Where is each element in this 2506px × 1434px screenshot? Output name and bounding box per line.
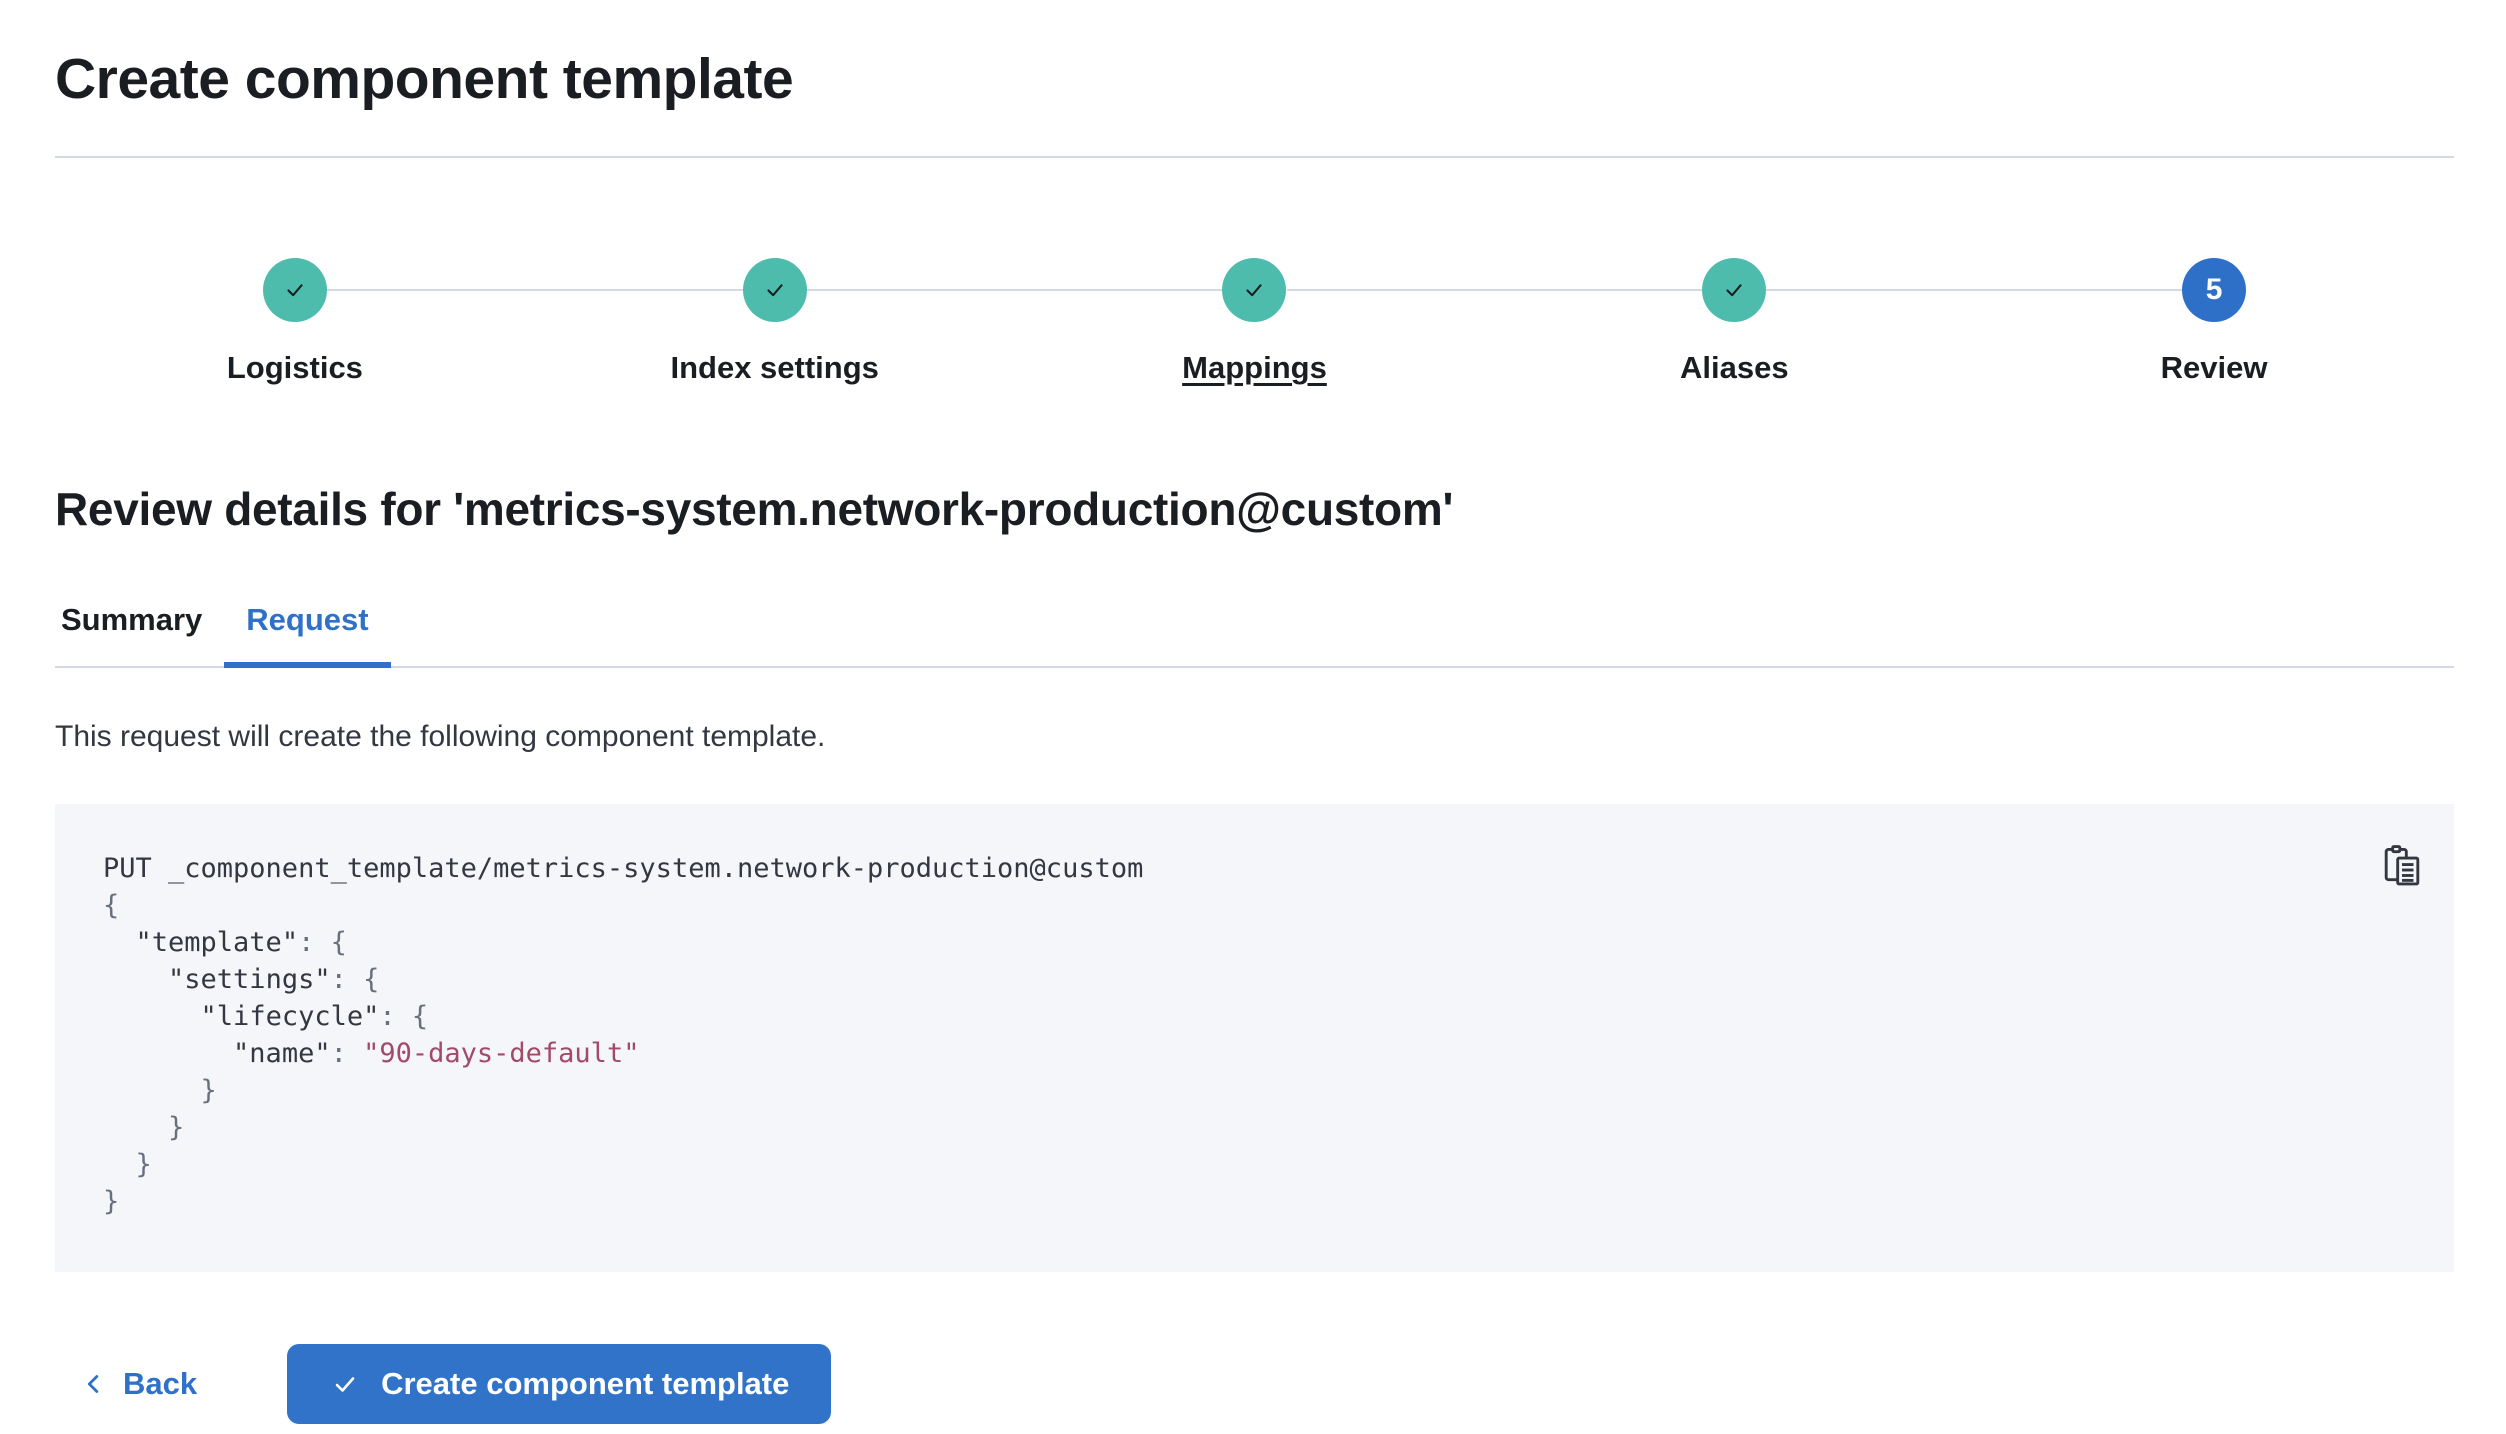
check-icon [1726, 284, 1742, 297]
code-line: { [103, 890, 120, 921]
code-line: "lifecycle": { [200, 1001, 429, 1032]
step-complete-indicator[interactable] [1222, 258, 1287, 322]
step-label[interactable]: Logistics [226, 350, 363, 385]
create-component-template-page: Create component template Logistics Inde… [55, 46, 2454, 1424]
check-icon [1246, 284, 1263, 297]
copy-to-clipboard-button[interactable] [2376, 840, 2428, 892]
check-icon [767, 284, 783, 297]
step-complete-indicator[interactable] [262, 258, 327, 322]
code-line: PUT _component_template/metrics-system.n… [103, 853, 1144, 884]
step-label[interactable]: Aliases [1680, 350, 1789, 385]
code-line: } [103, 1149, 152, 1180]
back-button-label: Back [123, 1366, 198, 1401]
stepper-step-logistics[interactable]: Logistics [55, 258, 535, 386]
stepper-step-review: 5 Review [1766, 258, 2454, 386]
step-label: Review [2160, 350, 2268, 385]
review-tabs: Summary Request [55, 602, 2454, 668]
chevron-left-icon [87, 1375, 99, 1393]
request-code-panel: PUT _component_template/metrics-system.n… [55, 804, 2454, 1272]
footer-actions: Back Create component template [55, 1344, 2454, 1424]
step-label[interactable]: Index settings [670, 350, 879, 385]
step-complete-indicator[interactable] [1702, 258, 1767, 322]
title-divider [55, 156, 2454, 158]
step-current-indicator: 5 [2182, 258, 2247, 322]
stepper: Logistics Index settings Mappings Aliase… [55, 258, 2454, 386]
stepper-step-aliases[interactable]: Aliases [1286, 258, 1974, 386]
code-line: "template": { [135, 927, 347, 958]
step-complete-indicator[interactable] [742, 258, 807, 322]
create-component-template-button[interactable]: Create component template [287, 1344, 832, 1424]
request-code: PUT _component_template/metrics-system.n… [103, 850, 2344, 1220]
request-description: This request will create the following c… [55, 720, 826, 753]
step-label[interactable]: Mappings [1182, 350, 1327, 385]
page-title: Create component template [55, 47, 794, 111]
code-line: } [103, 1075, 217, 1106]
code-line: "name": "90-days-default" [233, 1038, 640, 1069]
check-icon [287, 284, 303, 297]
review-details-heading: Review details for 'metrics-system.netwo… [55, 483, 1454, 535]
tab-summary[interactable]: Summary [55, 602, 224, 666]
back-button[interactable]: Back [55, 1366, 221, 1402]
stepper-step-mappings[interactable]: Mappings [806, 258, 1495, 386]
stepper-step-index-settings[interactable]: Index settings [326, 258, 1015, 386]
create-component-template-button-label: Create component template [381, 1366, 790, 1401]
code-line: } [103, 1112, 185, 1143]
check-icon [335, 1377, 355, 1392]
code-line: "settings": { [168, 964, 380, 995]
step-number: 5 [2205, 273, 2223, 306]
copy-clipboard-icon [2384, 845, 2420, 886]
tab-request[interactable]: Request [224, 602, 391, 668]
code-line: } [103, 1186, 120, 1217]
